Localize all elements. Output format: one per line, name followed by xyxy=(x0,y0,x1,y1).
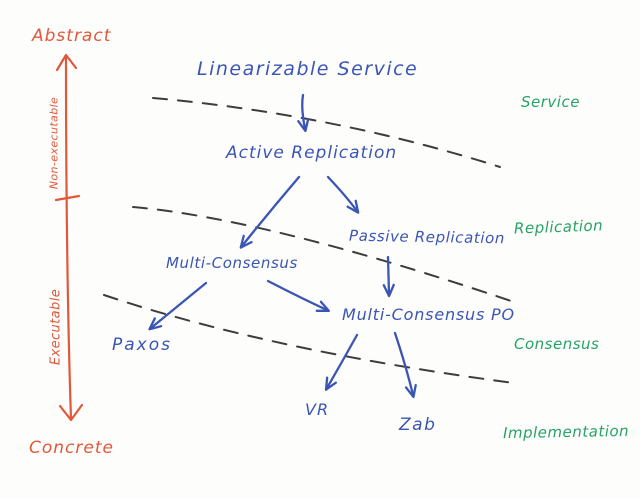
axis-label-concrete: Concrete xyxy=(29,438,114,458)
node-passive-replication: Passive Replication xyxy=(348,226,506,248)
edge-active-to-multiconsensus-arrow xyxy=(239,175,301,249)
layer-divider-consensus-implementation xyxy=(103,294,515,384)
edge-multiconsensus-to-paxos-arrow xyxy=(148,281,208,331)
layer-label-consensus: Consensus xyxy=(514,335,600,353)
abstraction-axis-bottom-arrowhead-icon xyxy=(58,403,84,422)
layer-label-replication: Replication xyxy=(513,216,604,238)
edge-multiconsensus-to-multiconsensuspo-arrow xyxy=(266,279,330,312)
node-linearizable-service: Linearizable Service xyxy=(197,58,419,80)
node-vr: VR xyxy=(305,400,330,419)
axis-label-non-executable: Non-executable xyxy=(47,96,61,190)
abstraction-axis-midpoint-tick xyxy=(54,194,81,202)
abstraction-axis-shaft xyxy=(64,54,73,421)
node-zab: Zab xyxy=(399,415,437,435)
abstraction-axis-top-arrowhead-icon xyxy=(55,53,78,72)
node-multi-consensus-po: Multi-Consensus PO xyxy=(342,305,515,324)
edge-linearizable-to-active-arrow xyxy=(297,93,310,133)
edge-passive-to-multiconsensuspo-arrow xyxy=(382,255,395,298)
layer-label-implementation: Implementation xyxy=(502,421,630,443)
node-multi-consensus: Multi-Consensus xyxy=(166,254,298,272)
layer-label-service: Service xyxy=(521,93,580,111)
axis-label-executable: Executable xyxy=(48,288,64,366)
edge-multiconsensuspo-to-vr-arrow xyxy=(324,333,359,391)
layer-divider-service-replication xyxy=(152,97,501,168)
edge-multiconsensuspo-to-zab-arrow xyxy=(393,331,417,399)
layer-divider-replication-consensus xyxy=(132,206,518,304)
edge-active-to-passive-arrow xyxy=(326,175,360,214)
node-active-replication: Active Replication xyxy=(226,143,398,163)
node-paxos: Paxos xyxy=(112,335,172,355)
axis-label-abstract: Abstract xyxy=(32,26,112,46)
